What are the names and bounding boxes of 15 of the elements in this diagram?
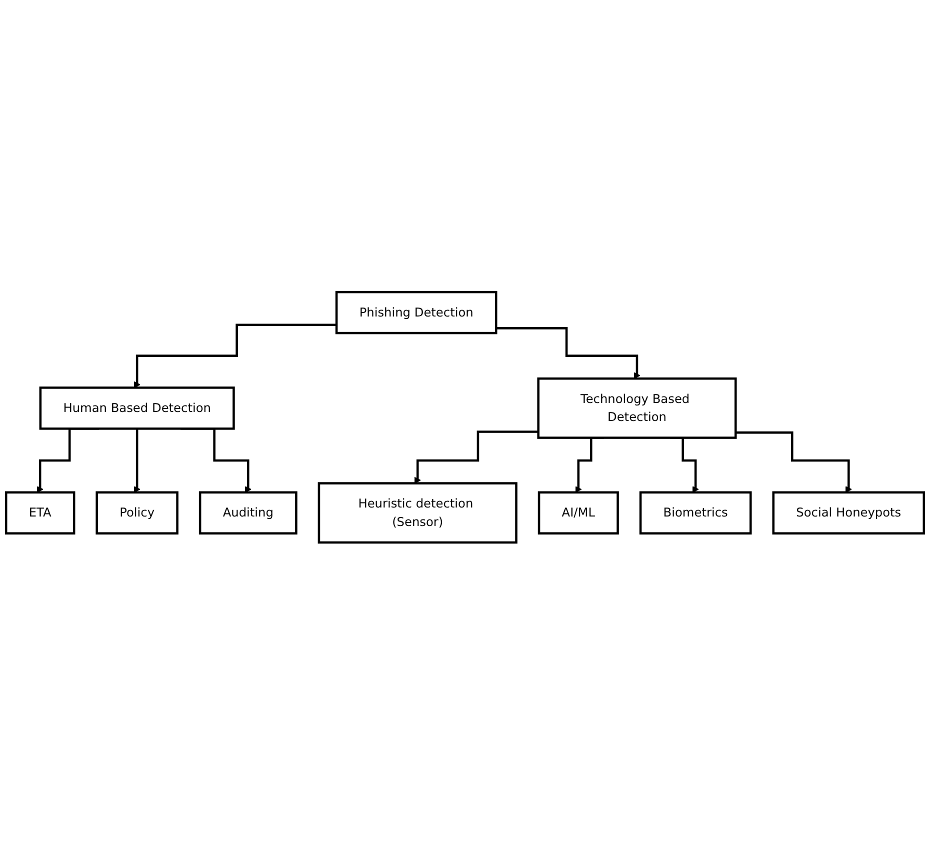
arrow (134, 428, 140, 493)
node-box: Technology Based Detection (537, 378, 737, 440)
node-box: Policy (96, 491, 178, 535)
arrow (414, 430, 538, 484)
node-box: ETA (4, 491, 76, 535)
arrow (496, 327, 640, 380)
node-box: Heuristic detection (Sensor) (318, 482, 518, 544)
node-box: Phishing Detection (335, 291, 498, 334)
node-box: Auditing (198, 491, 298, 535)
node-box: Social Honeypots (772, 491, 926, 535)
arrow (736, 432, 852, 493)
arrow (134, 324, 337, 388)
node-box: Human Based Detection (39, 386, 235, 430)
node-box: AI/ML (538, 491, 619, 535)
node-box: Biometrics (639, 491, 752, 535)
